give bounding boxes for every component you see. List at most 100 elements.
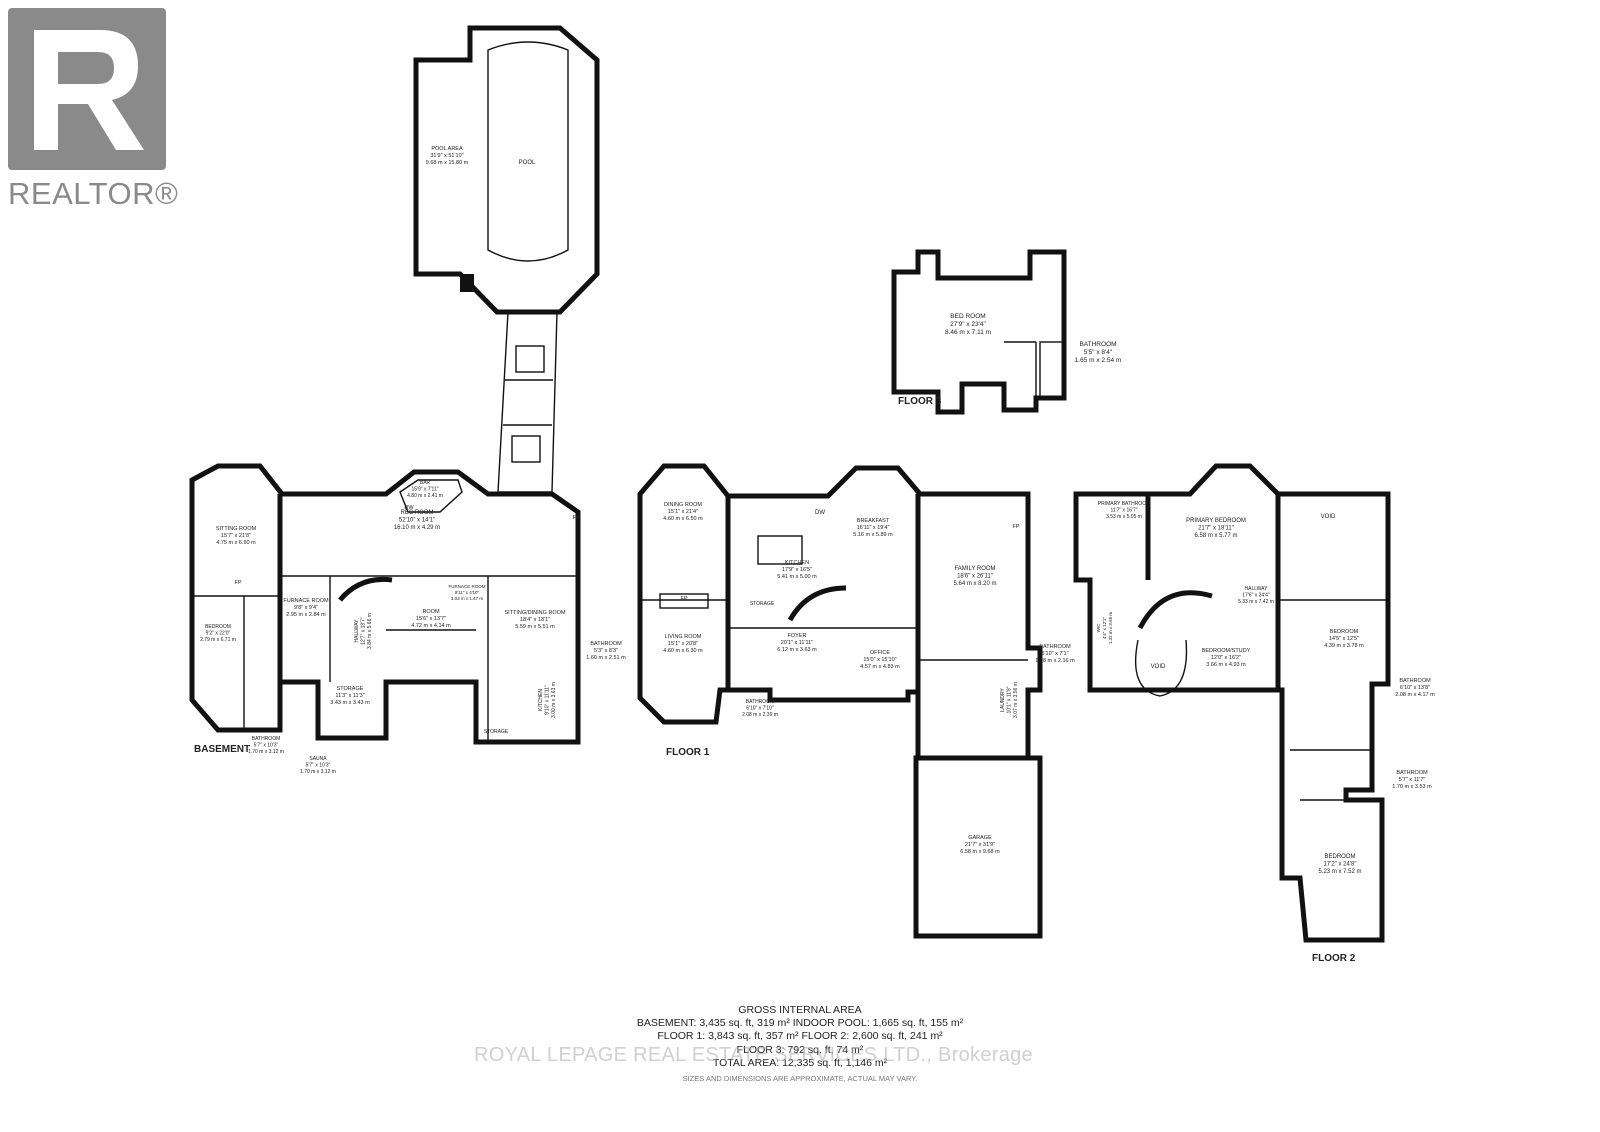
room-dim-metric: 5.41 m x 5.00 m: [777, 574, 817, 580]
room-name: KITCHEN: [538, 689, 544, 711]
room-name: GARAGE: [968, 835, 992, 841]
room-name: SAUNA: [309, 756, 327, 762]
room-name: SITTING/DINING ROOM: [504, 610, 566, 616]
room-dim-imperial: 14'5" x 12'5": [1329, 636, 1359, 642]
room-dim-metric: 8.46 m x 7.11 m: [945, 329, 991, 336]
room-dim-imperial: 52'10" x 14'1": [399, 518, 435, 524]
room-name: REC ROOM: [401, 510, 434, 516]
pool-area-plan: [413, 25, 600, 315]
room-dim-metric: 5.59 m x 5.51 m: [515, 624, 555, 630]
garage-plan: [913, 755, 1043, 939]
floor-label-1: FLOOR 1: [666, 747, 710, 758]
room-name: HALLWAY: [354, 619, 360, 643]
floor-label-basement: BASEMENT: [194, 744, 250, 755]
room-dim-imperial: 15'6" x 13'7": [416, 616, 446, 622]
room-name: BATHROOM: [1399, 678, 1431, 684]
room-label-storage-b2: STORAGE: [484, 729, 509, 735]
room-dim-imperial: 21'7" x 18'11": [1198, 526, 1234, 532]
fp-label-living: FP: [680, 596, 687, 602]
brokerage-watermark: ROYAL LEPAGE REAL ESTATE SERVICES LTD., …: [474, 1044, 1033, 1066]
fp-label-sitting: FP: [234, 580, 241, 586]
floor3-plan: [891, 249, 1067, 415]
fixture-labels: DW FP FP DW FP FP: [234, 505, 1019, 602]
room-dim-metric: 3.84 m x 5.66 m: [367, 613, 373, 649]
room-dim-metric: 4.75 m x 6.60 m: [216, 540, 256, 546]
room-dim-imperial: 4'4" x 12'1": [1102, 617, 1107, 640]
room-dim-imperial: 17'2" x 24'8": [1324, 862, 1357, 868]
room-dim-imperial: 15'7" x 21'8": [221, 533, 251, 539]
room-name: WIC: [1096, 623, 1101, 632]
room-dim-imperial: 5'10" x 7'1": [1041, 651, 1068, 657]
room-dim-metric: 4.60 m x 6.30 m: [663, 648, 703, 654]
room-dim-imperial: 6'10" x 13'8": [1400, 685, 1430, 691]
room-dim-metric: 3.43 m x 3.43 m: [330, 700, 370, 706]
room-dim-metric: 3.07 m x 3.56 m: [1013, 682, 1019, 718]
room-dim-imperial: 15'0" x 15'10": [863, 657, 896, 663]
room-dim-metric: 1.70 m x 3.12 m: [248, 749, 284, 755]
dw-label-kitchen: DW: [815, 510, 825, 516]
room-dim-imperial: 31'9" x 51'10": [430, 153, 463, 159]
room-label-storage-1: STORAGE: [750, 601, 775, 607]
room-dim-metric: 2.95 m x 2.84 m: [286, 612, 326, 618]
room-dim-metric: 1.70 m x 3.12 m: [300, 769, 336, 775]
room-dim-imperial: 15'1" x 21'4": [668, 509, 698, 515]
room-dim-metric: 1.70 m x 3.53 m: [1392, 784, 1432, 790]
room-dim-metric: 3.53 m x 5.05 m: [1106, 514, 1142, 520]
dw-label: DW: [404, 505, 414, 511]
room-name: BED ROOM: [950, 313, 985, 320]
room-name: FURNACE ROOM: [449, 584, 486, 589]
room-name: FAMILY ROOM: [954, 566, 995, 572]
room-dim-imperial: 6'10" x 7'10": [746, 706, 774, 712]
room-dim-metric: 5.23 m x 7.52 m: [1318, 869, 1361, 875]
room-dim-metric: 6.58 m x 9.68 m: [960, 849, 1000, 855]
room-dim-imperial: 9'8" x 9'4": [294, 605, 318, 611]
realtor-wordmark: REALTOR®: [8, 176, 179, 211]
room-name: PRIMARY BEDROOM: [1186, 518, 1246, 524]
room-dim-metric: 3.00 m x 3.63 m: [551, 682, 557, 718]
room-dim-metric: 2.08 m x 4.17 m: [1395, 692, 1435, 698]
room-dim-metric: 1.32 m x 3.68 m: [1108, 612, 1113, 645]
room-dim-metric: 6.12 m x 3.63 m: [777, 647, 817, 653]
room-dim-imperial: 18'4" x 18'1": [520, 617, 550, 623]
room-dim-imperial: 11'3" x 11'3": [335, 693, 364, 699]
room-name: VOID: [1321, 514, 1336, 520]
room-dim-imperial: 16'11" x 19'4": [857, 525, 890, 531]
room-dim-imperial: 11'7" x 16'7": [1110, 508, 1137, 514]
room-dim-metric: 4.60 m x 6.50 m: [663, 516, 703, 522]
room-dim-imperial: 18'6" x 26'11": [957, 574, 993, 580]
floor-label-3: FLOOR 3: [898, 396, 942, 407]
floor-label-2: FLOOR 2: [1312, 953, 1356, 964]
room-name: KITCHEN: [785, 560, 809, 566]
room-dim-metric: 4.72 m x 4.14 m: [411, 623, 451, 629]
room-name: PRIMARY BATHROOM: [1098, 501, 1151, 507]
room-label-void-2: VOID: [1151, 664, 1166, 670]
summary-line-4: TOTAL AREA: 12,335 sq. ft, 1,146 m²: [712, 1056, 888, 1069]
room-dim-metric: 16.10 m x 4.29 m: [394, 525, 440, 531]
room-name: OFFICE: [870, 650, 890, 656]
room-name: DINING ROOM: [664, 502, 702, 508]
room-dim-imperial: 10'1" x 11'8": [1007, 686, 1013, 713]
